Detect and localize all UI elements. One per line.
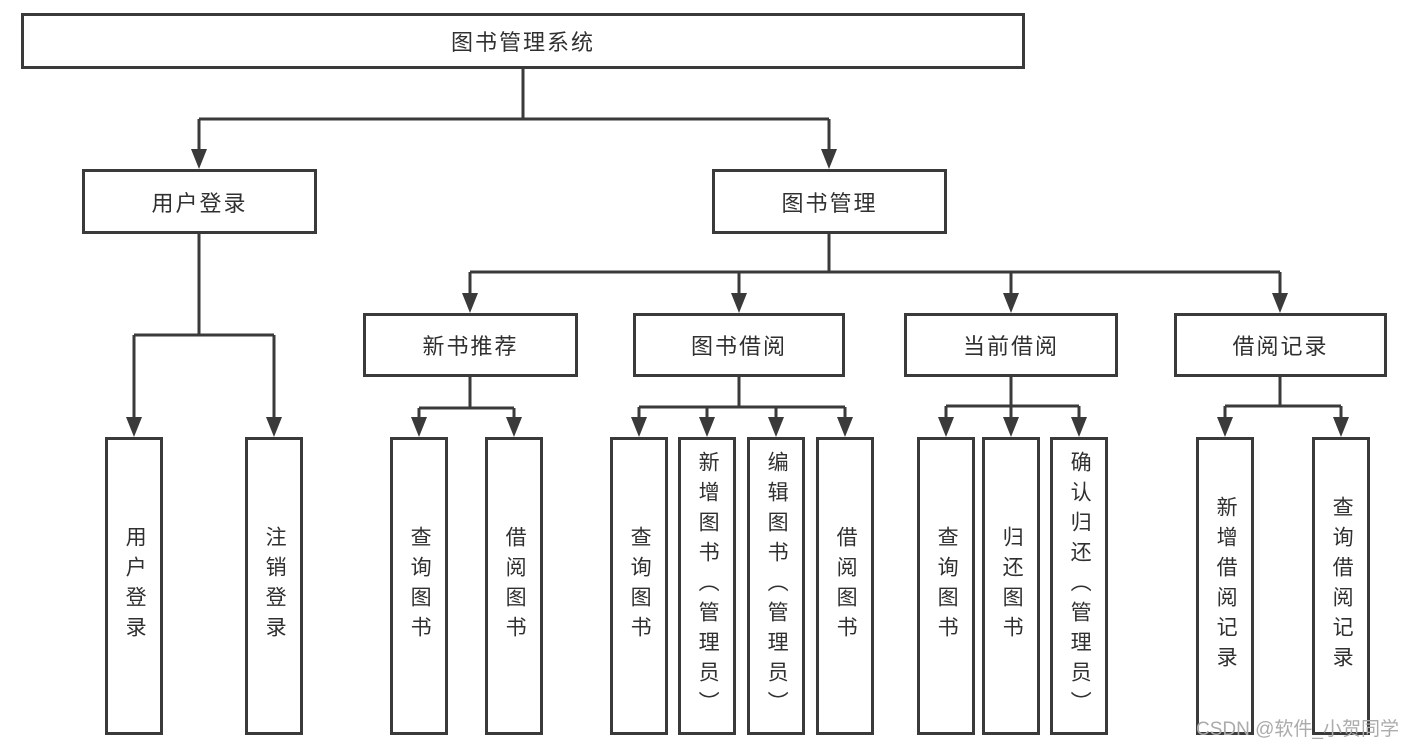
leaf-return-book: 归还图书 <box>982 437 1040 735</box>
leaf-query-borrow-record: 查询借阅记录 <box>1312 437 1370 735</box>
leaf-return-book-label: 归还图书 <box>1000 526 1024 646</box>
watermark: CSDN @软件_小贺同学 <box>1196 719 1399 740</box>
node-borrowing-records: 借阅记录 <box>1174 313 1387 377</box>
leaf-user-login: 用户登录 <box>105 437 163 735</box>
leaf-user-login-label: 用户登录 <box>123 526 147 646</box>
leaf-add-borrow-record: 新增借阅记录 <box>1196 437 1254 735</box>
leaf-confirm-return-admin-label: 确认归还（管理员） <box>1068 451 1092 721</box>
node-book-management: 图书管理 <box>712 169 947 234</box>
leaf-query-books-borrowing: 查询图书 <box>610 437 668 735</box>
leaf-logout: 注销登录 <box>245 437 303 735</box>
node-new-book-recommend: 新书推荐 <box>363 313 578 377</box>
node-book-borrowing: 图书借阅 <box>633 313 845 377</box>
leaf-borrow-books-recommend-label: 借阅图书 <box>503 526 527 646</box>
leaf-query-books-recommend: 查询图书 <box>390 437 448 735</box>
leaf-borrow-books-recommend: 借阅图书 <box>485 437 543 735</box>
leaf-query-books-current: 查询图书 <box>917 437 975 735</box>
leaf-query-books-recommend-label: 查询图书 <box>408 526 432 646</box>
leaf-borrow-books: 借阅图书 <box>816 437 874 735</box>
leaf-add-book-admin-label: 新增图书（管理员） <box>696 451 720 721</box>
leaf-add-borrow-record-label: 新增借阅记录 <box>1214 496 1238 676</box>
leaf-borrow-books-label: 借阅图书 <box>834 526 858 646</box>
leaf-logout-label: 注销登录 <box>263 526 287 646</box>
node-user-login: 用户登录 <box>82 169 317 234</box>
leaf-query-books-current-label: 查询图书 <box>935 526 959 646</box>
leaf-query-books-borrowing-label: 查询图书 <box>628 526 652 646</box>
leaf-add-book-admin: 新增图书（管理员） <box>678 437 736 735</box>
leaf-confirm-return-admin: 确认归还（管理员） <box>1050 437 1108 735</box>
node-current-borrowing: 当前借阅 <box>904 313 1118 377</box>
leaf-edit-book-admin-label: 编辑图书（管理员） <box>765 451 789 721</box>
leaf-query-borrow-record-label: 查询借阅记录 <box>1330 496 1354 676</box>
node-root-system: 图书管理系统 <box>21 13 1025 69</box>
leaf-edit-book-admin: 编辑图书（管理员） <box>747 437 805 735</box>
